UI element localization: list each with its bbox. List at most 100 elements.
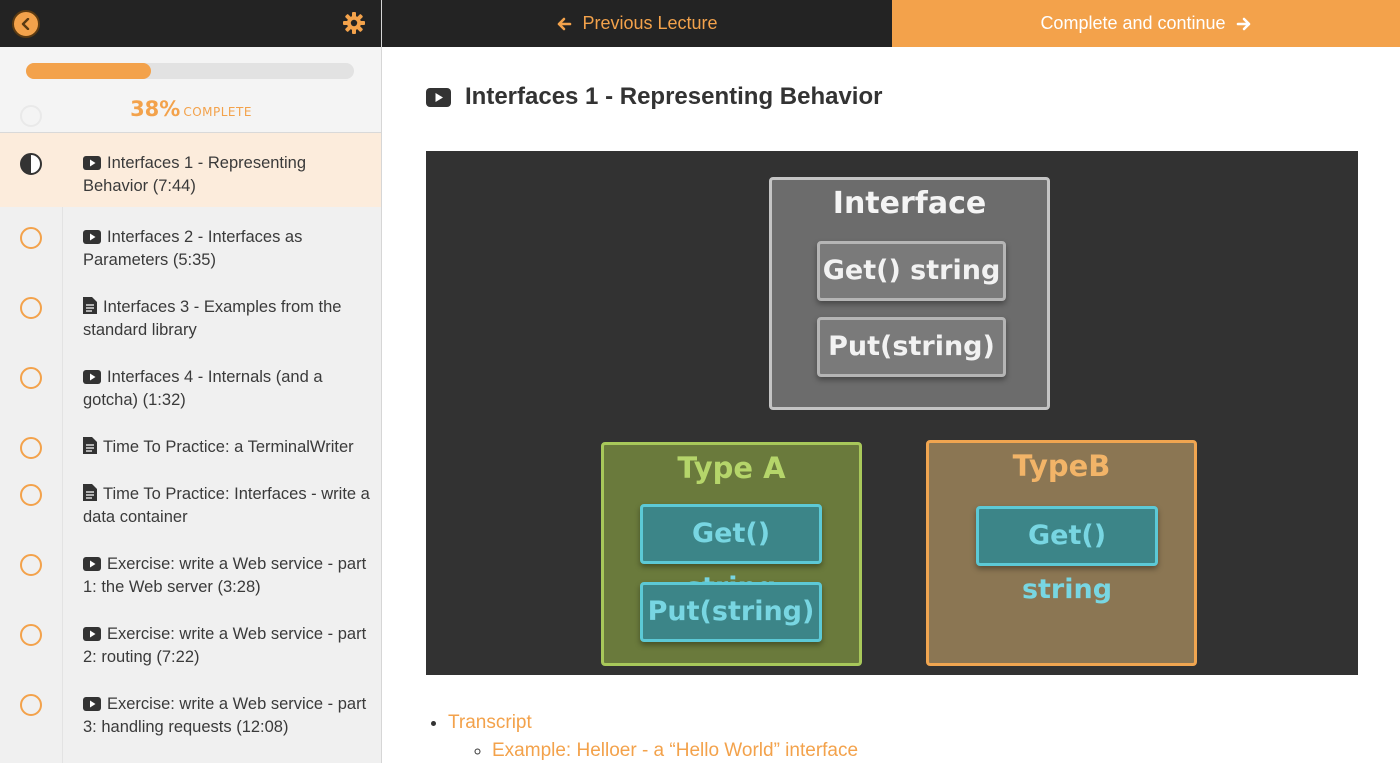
lesson-status-in-progress	[0, 152, 62, 207]
transcript-link[interactable]: Transcript	[448, 712, 532, 733]
type-a-method: Get() string	[640, 504, 822, 603]
complete-and-continue-button[interactable]: Complete and continue	[892, 0, 1400, 47]
lesson-title: Interfaces 1 - Representing Behavior	[83, 154, 307, 195]
progress-section: 38%COMPLETE	[0, 47, 381, 133]
chevron-left-icon	[21, 18, 30, 30]
lesson-title: Time To Practice: Interfaces - write a d…	[83, 485, 370, 526]
interface-box-title: Interface	[832, 186, 987, 221]
type-a-box: Type A Get() string Put(string)	[601, 442, 862, 666]
empty-circle-icon	[20, 624, 42, 646]
progress-percent: 38%	[130, 97, 181, 121]
lesson-text: Time To Practice: Interfaces - write a d…	[62, 483, 371, 534]
lesson-title: Exercise: write a Web service - part 2: …	[83, 625, 367, 666]
arrow-left-icon	[558, 17, 572, 30]
half-circle-icon	[20, 153, 42, 175]
example-helloer-link[interactable]: Example: Helloer - a “Hello World” inter…	[492, 740, 859, 761]
lesson-duration: (12:08)	[236, 718, 289, 736]
lesson-duration: (5:35)	[172, 251, 216, 269]
lesson-text: Exercise: write a Web service - part 1: …	[62, 553, 371, 604]
lesson-duration: (7:22)	[156, 648, 200, 666]
type-b-box: TypeB Get() string	[926, 440, 1197, 666]
lesson-item[interactable]: Interfaces 4 - Internals (and a gotcha) …	[0, 347, 381, 417]
lesson-duration: (1:32)	[142, 391, 186, 409]
course-sidebar: 38%COMPLETE Interfaces 1 - Representing …	[0, 0, 382, 763]
lesson-item[interactable]: Interfaces 1 - Representing Behavior (7:…	[0, 133, 381, 207]
example-item: Example: Helloer - a “Hello World” inter…	[492, 737, 858, 763]
interface-method: Put(string)	[817, 317, 1006, 377]
document-icon	[83, 484, 97, 501]
video-icon	[83, 156, 101, 170]
progress-bar-fill	[26, 63, 151, 79]
lesson-title: Exercise: write a Web service - part 3: …	[83, 695, 367, 736]
arrow-right-icon	[1236, 17, 1250, 30]
empty-circle-icon	[20, 694, 42, 716]
lecture-title-text: Interfaces 1 - Representing Behavior	[465, 83, 883, 110]
video-icon	[83, 557, 101, 571]
lesson-title: Exercise: write a Web service - part 1: …	[83, 555, 367, 596]
lesson-text: Exercise: write a Web service - part 3: …	[62, 693, 371, 744]
lesson-item[interactable]: Interfaces 2 - Interfaces as Parameters …	[0, 207, 381, 277]
type-b-method: Get() string	[976, 506, 1158, 605]
lesson-title: Interfaces 3 - Examples from the standar…	[83, 298, 342, 339]
sidebar-header	[0, 0, 381, 47]
video-icon	[83, 627, 101, 641]
type-b-box-title: TypeB	[1012, 449, 1111, 483]
ghost-status-circle	[20, 105, 42, 127]
document-icon	[83, 437, 97, 454]
lesson-duration: (7:44)	[152, 177, 196, 195]
lesson-item[interactable]: Exercise: write a Web service - part 3: …	[0, 674, 381, 744]
lesson-status-incomplete	[0, 226, 62, 277]
type-a-method: Put(string)	[640, 582, 822, 642]
lesson-item[interactable]: Time To Practice: a TerminalWriter	[0, 417, 381, 464]
lesson-title: Interfaces 2 - Interfaces as Parameters	[83, 228, 303, 269]
progress-complete-label: COMPLETE	[183, 105, 252, 119]
lecture-nav: Previous Lecture Complete and continue	[382, 0, 1400, 47]
lesson-text: Interfaces 1 - Representing Behavior (7:…	[62, 152, 371, 207]
progress-bar	[26, 63, 354, 79]
lesson-text: Time To Practice: a TerminalWriter	[62, 436, 354, 464]
lesson-title: Time To Practice: a TerminalWriter	[103, 438, 354, 456]
lesson-text: Interfaces 3 - Examples from the standar…	[62, 296, 371, 347]
lesson-status-incomplete	[0, 436, 62, 464]
lesson-item[interactable]: Exercise: write a Web service - part 2: …	[0, 604, 381, 674]
lecture-title: Interfaces 1 - Representing Behavior	[426, 83, 882, 111]
gear-icon[interactable]	[342, 11, 366, 35]
lesson-status-incomplete	[0, 623, 62, 674]
back-button[interactable]	[12, 10, 40, 38]
lesson-item[interactable]: Exercise: write a Web service - part 1: …	[0, 534, 381, 604]
lesson-status-incomplete	[0, 693, 62, 744]
lesson-duration: (3:28)	[217, 578, 261, 596]
transcript-item: Transcript Example: Helloer - a “Hello W…	[448, 709, 858, 763]
scrolled-lesson-ghost	[20, 105, 42, 127]
video-player[interactable]: Interface Get() string Put(string) Type …	[426, 151, 1358, 675]
lesson-text: Exercise: write a Web service - part 2: …	[62, 623, 371, 674]
document-icon	[83, 297, 97, 314]
complete-and-continue-label: Complete and continue	[1040, 13, 1226, 33]
lesson-status-incomplete	[0, 483, 62, 534]
type-a-box-title: Type A	[677, 451, 786, 485]
lesson-text: Interfaces 2 - Interfaces as Parameters …	[62, 226, 371, 277]
empty-circle-icon	[20, 554, 42, 576]
interface-box: Interface Get() string Put(string)	[769, 177, 1050, 410]
previous-lecture-button[interactable]: Previous Lecture	[382, 0, 892, 47]
lesson-status-incomplete	[0, 366, 62, 417]
lesson-title: Interfaces 4 - Internals (and a gotcha)	[83, 368, 323, 409]
lesson-status-incomplete	[0, 296, 62, 347]
lesson-item[interactable]: Interfaces 3 - Examples from the standar…	[0, 277, 381, 347]
previous-lecture-label: Previous Lecture	[582, 13, 718, 33]
progress-label: 38%COMPLETE	[0, 97, 381, 121]
lesson-item[interactable]: Time To Practice: Interfaces - write a d…	[0, 464, 381, 534]
empty-circle-icon	[20, 367, 42, 389]
lesson-text: Interfaces 4 - Internals (and a gotcha) …	[62, 366, 371, 417]
video-icon	[426, 87, 451, 107]
lesson-list: Interfaces 1 - Representing Behavior (7:…	[0, 133, 381, 763]
empty-circle-icon	[20, 437, 42, 459]
video-icon	[83, 370, 101, 384]
lecture-content: Interfaces 1 - Representing Behavior Int…	[382, 47, 1400, 763]
lecture-links: Transcript Example: Helloer - a “Hello W…	[448, 709, 858, 763]
video-icon	[83, 697, 101, 711]
lesson-status-incomplete	[0, 553, 62, 604]
interface-method: Get() string	[817, 241, 1006, 301]
empty-circle-icon	[20, 484, 42, 506]
empty-circle-icon	[20, 297, 42, 319]
